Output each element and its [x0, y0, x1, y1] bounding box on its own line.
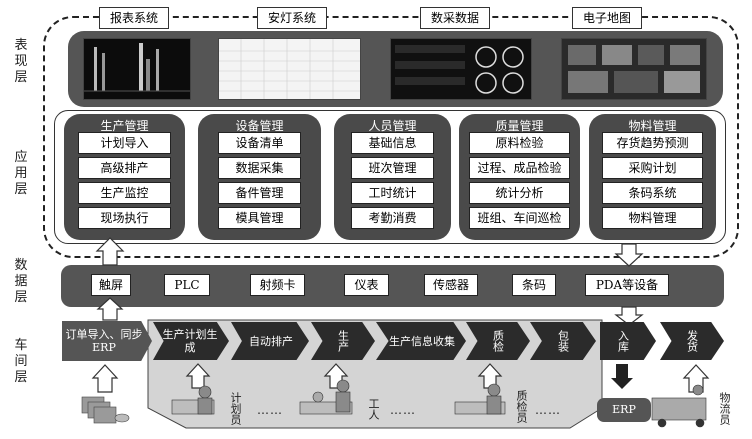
module-production: 生产管理 计划导入 高级排产 生产监控 现场执行	[64, 114, 185, 240]
module-quality: 质量管理 原料检验 过程、成品检验 统计分析 班组、车间巡检	[459, 114, 580, 240]
module-item[interactable]: 班次管理	[351, 157, 434, 179]
data-source-meter[interactable]: 仪表	[344, 274, 389, 296]
module-item[interactable]: 班组、车间巡检	[469, 207, 570, 229]
module-item[interactable]: 基础信息	[351, 132, 434, 154]
workflow-step-warehousing[interactable]: 入库	[600, 322, 656, 360]
workflow-step-plan-generation[interactable]: 生产计划生成	[153, 322, 229, 360]
data-source-sensor[interactable]: 传感器	[424, 274, 478, 296]
module-title: 生产管理	[100, 119, 149, 133]
workflow-step-order-import[interactable]: 订单导入、同步ERP	[62, 321, 152, 361]
module-item[interactable]: 原料检验	[469, 132, 570, 154]
module-item[interactable]: 工时统计	[351, 182, 434, 204]
module-title: 物料管理	[628, 119, 677, 133]
report-dashboard-thumbnail	[83, 38, 191, 100]
layer-label-data: 数 据 层	[14, 258, 28, 305]
tab-report-system[interactable]: 报表系统	[99, 7, 169, 29]
workflow-step-info-collection[interactable]: 生产信息收集	[376, 322, 466, 360]
workflow-step-auto-scheduling[interactable]: 自动排产	[231, 322, 309, 360]
role-inspector-label: 质检员	[515, 390, 528, 423]
data-source-pda[interactable]: PDA等设备	[585, 274, 669, 296]
ellipsis: ……	[535, 403, 561, 417]
module-item[interactable]: 统计分析	[469, 182, 570, 204]
module-equipment: 设备管理 设备清单 数据采集 备件管理 模具管理	[198, 114, 321, 240]
module-item[interactable]: 生产监控	[78, 182, 171, 204]
e-map-thumbnail	[561, 38, 707, 100]
module-title: 人员管理	[368, 119, 417, 133]
module-item[interactable]: 计划导入	[78, 132, 171, 154]
module-item[interactable]: 备件管理	[218, 182, 301, 204]
module-item[interactable]: 物料管理	[602, 207, 703, 229]
ellipsis: ……	[257, 403, 283, 417]
role-planner-label: 计划员	[229, 392, 242, 425]
tab-electronic-map[interactable]: 电子地图	[572, 7, 642, 29]
module-item[interactable]: 过程、成品检验	[469, 157, 570, 179]
role-logistics-label: 物流员	[718, 392, 731, 425]
role-worker-label: 工人	[367, 398, 380, 420]
module-materials: 物料管理 存货趋势预测 采购计划 条码系统 物料管理	[589, 114, 716, 240]
module-title: 设备管理	[235, 119, 284, 133]
data-source-rfid[interactable]: 射频卡	[250, 274, 305, 296]
tab-collection-data[interactable]: 数采数据	[420, 7, 490, 29]
tab-andon-system[interactable]: 安灯系统	[257, 7, 327, 29]
data-source-touchscreen[interactable]: 触屏	[91, 274, 131, 296]
module-item[interactable]: 存货趋势预测	[602, 132, 703, 154]
module-item[interactable]: 采购计划	[602, 157, 703, 179]
module-item[interactable]: 数据采集	[218, 157, 301, 179]
ellipsis: ……	[390, 403, 416, 417]
module-item[interactable]: 设备清单	[218, 132, 301, 154]
module-item[interactable]: 考勤消费	[351, 207, 434, 229]
module-title: 质量管理	[495, 119, 544, 133]
erp-box: ERP	[597, 398, 651, 422]
module-item[interactable]: 条码系统	[602, 182, 703, 204]
layer-label-application: 应 用 层	[14, 150, 28, 197]
data-gauges-thumbnail	[390, 38, 532, 100]
upper-dashed-frame	[43, 16, 739, 258]
module-item[interactable]: 模具管理	[218, 207, 301, 229]
layer-label-workshop: 车 间 层	[14, 338, 28, 385]
module-item[interactable]: 现场执行	[78, 207, 171, 229]
module-item[interactable]: 高级排产	[78, 157, 171, 179]
layer-label-presentation: 表 现 层	[14, 38, 28, 85]
andon-table-thumbnail	[218, 38, 361, 100]
data-source-barcode[interactable]: 条码	[512, 274, 556, 296]
data-source-plc[interactable]: PLC	[164, 274, 210, 296]
module-personnel: 人员管理 基础信息 班次管理 工时统计 考勤消费	[334, 114, 451, 240]
